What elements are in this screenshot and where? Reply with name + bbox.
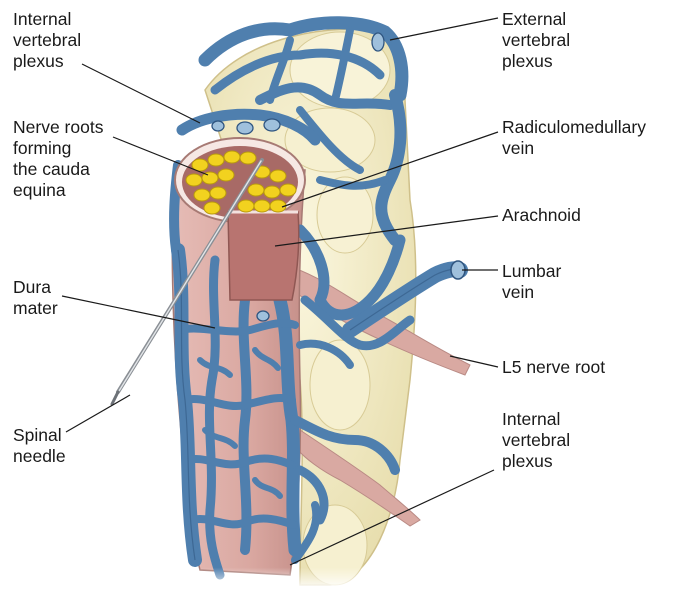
label-external-vertebral-plexus-line-2: vertebral: [502, 30, 570, 51]
label-spinal-needle-line-2: needle: [13, 446, 66, 467]
label-internal-vertebral-plexus-top-line-2: vertebral: [13, 30, 81, 51]
label-spinal-needle-line-1: Spinal: [13, 425, 66, 446]
label-nerve-roots-line-1: Nerve roots: [13, 117, 103, 138]
label-external-vertebral-plexus-line-1: External: [502, 9, 570, 30]
label-radiculomedullary-vein-line-1: Radiculomedullary: [502, 117, 646, 138]
label-lumbar-vein-line-1: Lumbar: [502, 261, 561, 282]
label-nerve-roots-line-2: forming: [13, 138, 103, 159]
label-external-vertebral-plexus-line-3: plexus: [502, 51, 570, 72]
label-internal-vertebral-plexus-bottom-line-3: plexus: [502, 451, 570, 472]
label-internal-vertebral-plexus-bottom-line-2: vertebral: [502, 430, 570, 451]
label-nerve-roots-line-3: the cauda: [13, 159, 103, 180]
label-arachnoid: Arachnoid: [502, 205, 581, 226]
label-radiculomedullary-vein-line-2: vein: [502, 138, 646, 159]
label-dura-mater-line-1: Dura: [13, 277, 58, 298]
label-l5-nerve-root-line-1: L5 nerve root: [502, 357, 605, 378]
label-internal-vertebral-plexus-top-line-1: Internal: [13, 9, 81, 30]
bottom-fade: [160, 440, 460, 589]
label-arachnoid-line-1: Arachnoid: [502, 205, 581, 226]
label-nerve-roots-line-4: equina: [13, 180, 103, 201]
label-internal-vertebral-plexus-top-line-3: plexus: [13, 51, 81, 72]
label-dura-mater-line-2: mater: [13, 298, 58, 319]
label-internal-vertebral-plexus-bottom-line-1: Internal: [502, 409, 570, 430]
label-lumbar-vein-line-2: vein: [502, 282, 561, 303]
label-l5-nerve-root: L5 nerve root: [502, 357, 605, 378]
